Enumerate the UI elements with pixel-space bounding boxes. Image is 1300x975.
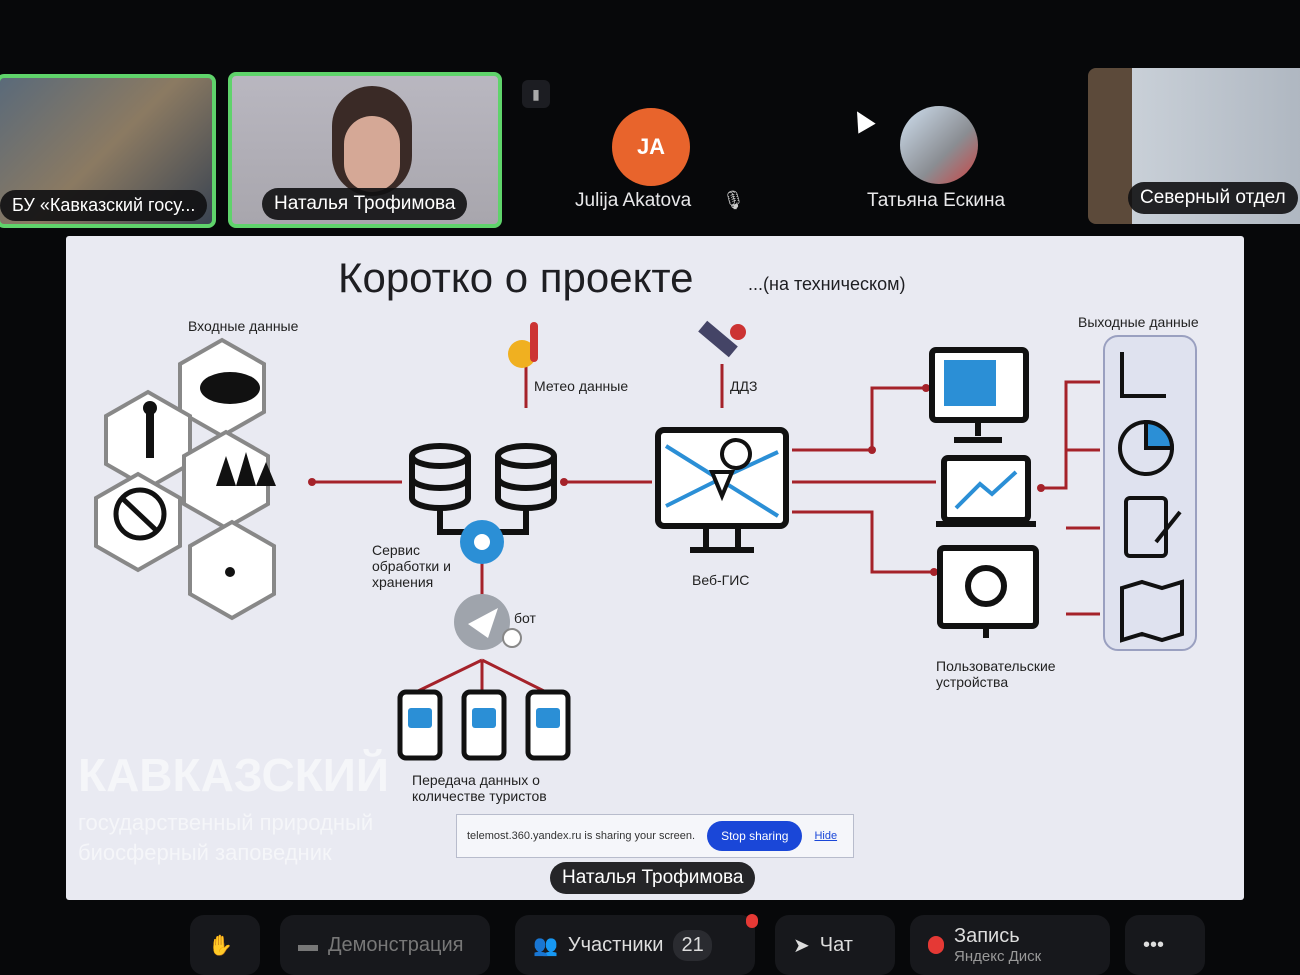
- participant-tile[interactable]: БУ «Кавказский госу...: [0, 74, 216, 228]
- label-user-devices: Пользовательские устройства: [936, 658, 1056, 690]
- more-icon: •••: [1143, 933, 1165, 956]
- notification-dot: [746, 914, 758, 928]
- participants-count: 21: [673, 929, 712, 961]
- label-output-data: Выходные данные: [1078, 314, 1199, 330]
- chat-label: Чат: [819, 933, 853, 956]
- hand-icon: ✋: [208, 934, 233, 957]
- share-text: telemost.360.yandex.ru is sharing your s…: [467, 830, 696, 842]
- watermark-line: биосферный заповедник: [78, 840, 332, 865]
- label-input-data: Входные данные: [188, 318, 299, 334]
- participants-button[interactable]: 👥 Участники 21: [515, 915, 755, 975]
- mouse-cursor: [848, 106, 876, 134]
- satellite-icon: [698, 320, 746, 358]
- output-icons: [1118, 352, 1184, 643]
- label-meteo: Метео данные: [534, 378, 629, 394]
- demonstration-button[interactable]: ▬ Демонстрация: [280, 915, 490, 975]
- participant-name: Северный отдел: [1128, 182, 1298, 214]
- participant-tile[interactable]: Северный отдел: [1088, 68, 1300, 224]
- people-icon: 👥: [533, 934, 558, 957]
- label-ddz: ДДЗ: [730, 378, 758, 394]
- shared-screen: Коротко о проекте ...(на техническом) КА…: [66, 236, 1244, 900]
- participant-tile-speaker[interactable]: Наталья Трофимова: [228, 72, 502, 228]
- label-bot: бот: [514, 610, 536, 626]
- diagram: [94, 320, 1197, 761]
- hexagon-icons: [113, 372, 276, 577]
- watermark-title: КАВКАЗСКИЙ: [78, 749, 389, 801]
- hide-link[interactable]: Hide: [814, 830, 838, 842]
- participant-name: Julija Akatova: [575, 190, 692, 211]
- webgis-monitor-icon: [655, 427, 789, 553]
- record-sublabel: Яндекс Диск: [954, 948, 1042, 965]
- diagram-arrows: [312, 364, 1100, 694]
- screen-share-bar: telemost.360.yandex.ru is sharing your s…: [456, 814, 854, 858]
- label-service: Сервис обработки и хранения: [372, 542, 451, 590]
- participant-avatar: [900, 106, 978, 184]
- mic-muted-icon: 🎙: [722, 190, 745, 210]
- label-webgis: Веб-ГИС: [692, 572, 750, 588]
- participant-name: Татьяна Ескина: [867, 190, 1006, 211]
- slide-title: Коротко о проекте: [338, 254, 694, 301]
- watermark-line: государственный природный: [78, 810, 374, 835]
- record-label: Запись: [954, 925, 1020, 947]
- database-icons: [409, 443, 557, 535]
- meteo-icon: [508, 340, 536, 368]
- output-panel: [1103, 335, 1197, 651]
- raise-hand-button[interactable]: ✋: [190, 915, 260, 975]
- send-icon: ➤: [793, 934, 810, 957]
- label-transfer: Передача данных о количестве туристов: [412, 772, 547, 804]
- participants-label: Участники: [567, 933, 664, 956]
- signal-icon: ▮: [522, 80, 550, 108]
- more-button[interactable]: •••: [1125, 915, 1205, 975]
- demonstration-label: Демонстрация: [328, 933, 464, 956]
- screen-icon: ▬: [298, 933, 318, 956]
- participant-name: Наталья Трофимова: [262, 188, 468, 220]
- slide-subtitle: ...(на техническом): [748, 274, 906, 294]
- speaker-label: Наталья Трофимова: [550, 862, 756, 894]
- chat-button[interactable]: ➤ Чат: [775, 915, 895, 975]
- record-icon: [928, 936, 944, 954]
- participant-name: БУ «Кавказский госу...: [0, 190, 208, 221]
- stop-sharing-button[interactable]: Stop sharing: [707, 821, 803, 851]
- participant-avatar: JA: [612, 108, 690, 186]
